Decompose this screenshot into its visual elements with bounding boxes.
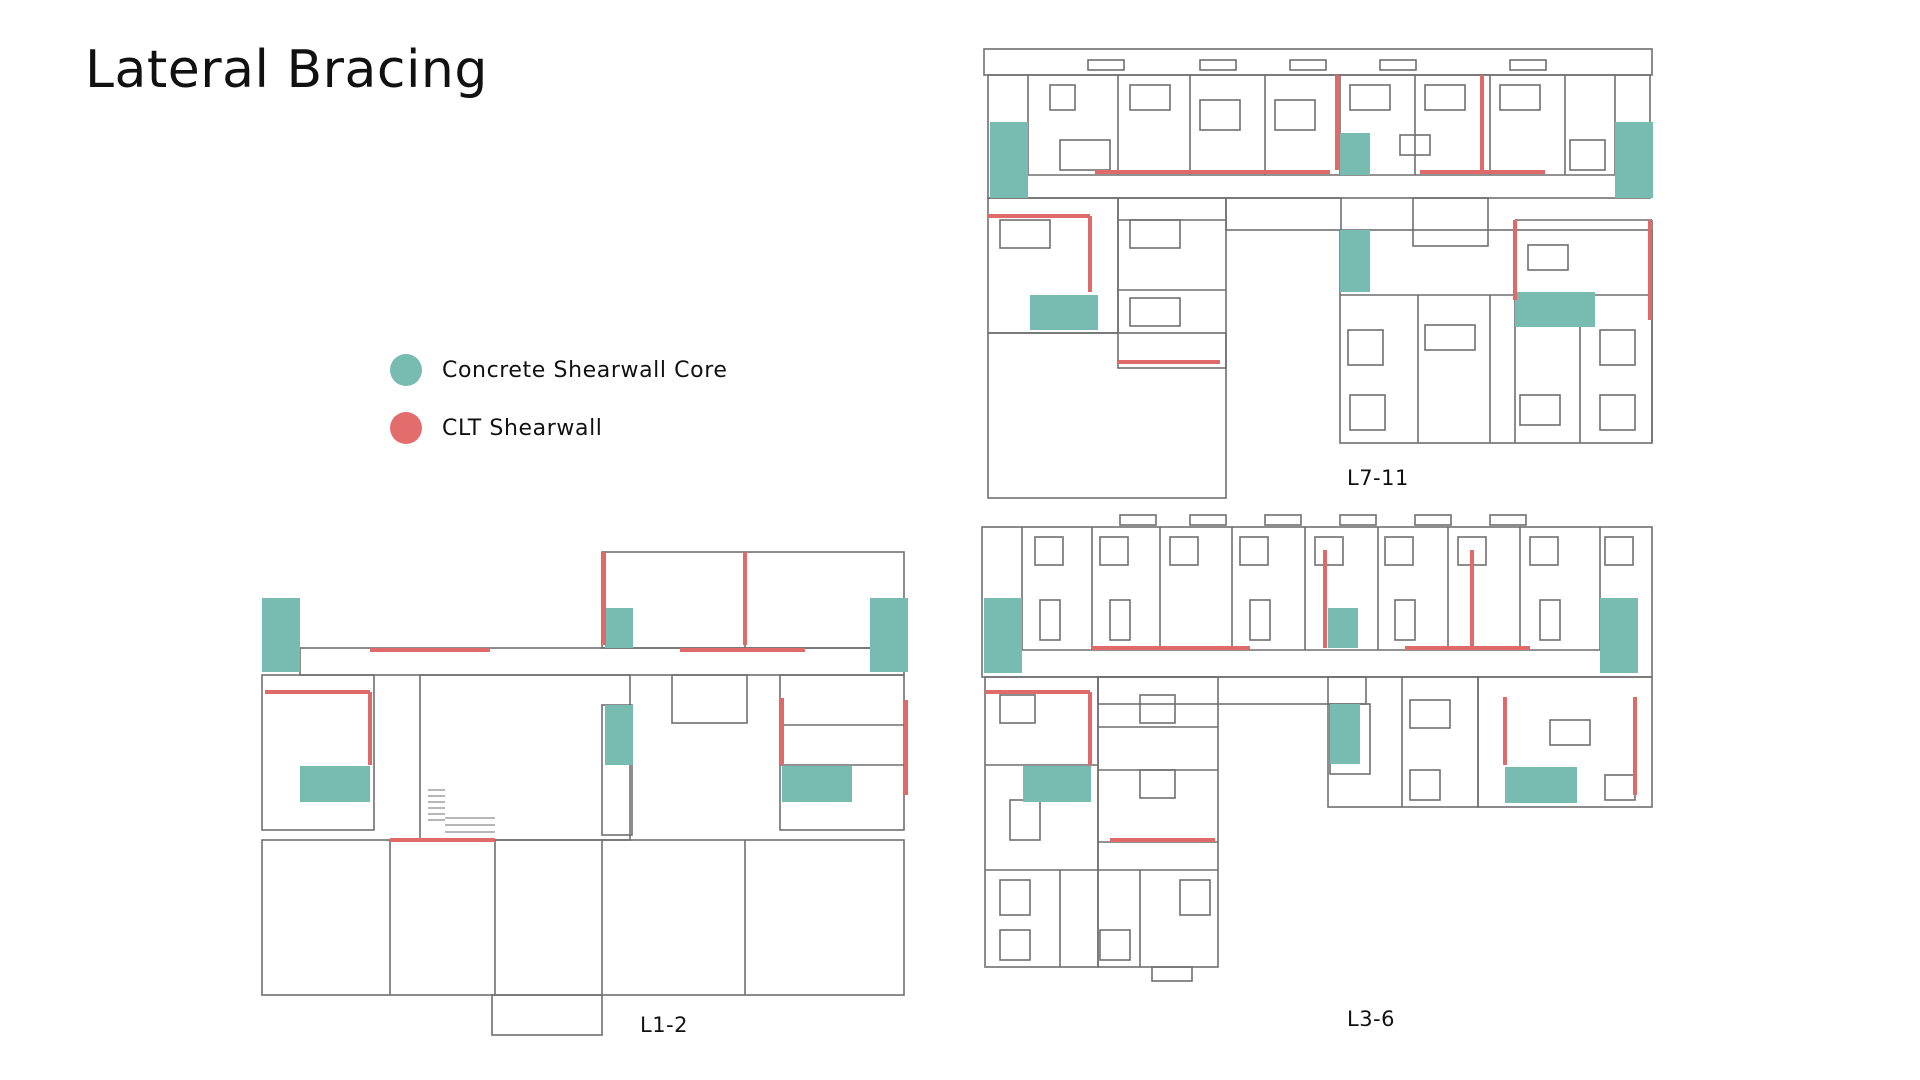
concrete-core bbox=[1030, 295, 1098, 330]
clt-walls-ground bbox=[265, 552, 908, 842]
concrete-core bbox=[605, 608, 633, 648]
ground-level-bays bbox=[261, 839, 905, 996]
legend-label-concrete: Concrete Shearwall Core bbox=[442, 357, 728, 383]
concrete-core bbox=[1330, 704, 1360, 764]
concrete-core bbox=[1515, 292, 1595, 327]
plan-label-l1-2: L1-2 bbox=[640, 1013, 688, 1037]
plan-l3-6 bbox=[981, 514, 1653, 982]
concrete-cores-ground bbox=[262, 598, 908, 802]
concrete-core bbox=[782, 766, 852, 802]
middle-top-wing bbox=[981, 526, 1653, 678]
legend-item-clt: CLT Shearwall bbox=[390, 412, 603, 444]
concrete-core bbox=[605, 705, 633, 765]
concrete-core bbox=[990, 122, 1028, 198]
concrete-core bbox=[1505, 767, 1577, 803]
upper-top-wing bbox=[987, 74, 1651, 199]
legend-item-concrete: Concrete Shearwall Core bbox=[390, 354, 728, 386]
concrete-core bbox=[1340, 133, 1370, 175]
plan-label-l7-11: L7-11 bbox=[1347, 466, 1409, 490]
atrium-opening-upper bbox=[1412, 197, 1489, 247]
terrace-upper bbox=[987, 332, 1227, 499]
concrete-core bbox=[1328, 608, 1358, 648]
legend-label-clt: CLT Shearwall bbox=[442, 415, 603, 441]
roof-outline-upper bbox=[983, 48, 1653, 76]
concrete-core bbox=[870, 598, 908, 672]
concrete-legend-swatch bbox=[390, 354, 422, 386]
clt-walls-middle bbox=[985, 550, 1637, 842]
plan-l7-11 bbox=[983, 48, 1653, 499]
concrete-core bbox=[262, 598, 300, 672]
concrete-core bbox=[1615, 122, 1653, 198]
concrete-core bbox=[1023, 766, 1091, 802]
concrete-core bbox=[1340, 230, 1370, 292]
clt-walls-upper bbox=[988, 75, 1652, 364]
plan-label-l3-6: L3-6 bbox=[1347, 1007, 1395, 1031]
atrium-opening-ground bbox=[671, 674, 748, 724]
page-title: Lateral Bracing bbox=[85, 40, 488, 100]
concrete-core bbox=[1600, 598, 1638, 673]
concrete-core bbox=[300, 766, 370, 802]
concrete-cores-upper bbox=[990, 122, 1653, 330]
concrete-core bbox=[984, 598, 1022, 673]
clt-legend-swatch bbox=[390, 412, 422, 444]
concrete-cores-middle bbox=[984, 598, 1638, 803]
